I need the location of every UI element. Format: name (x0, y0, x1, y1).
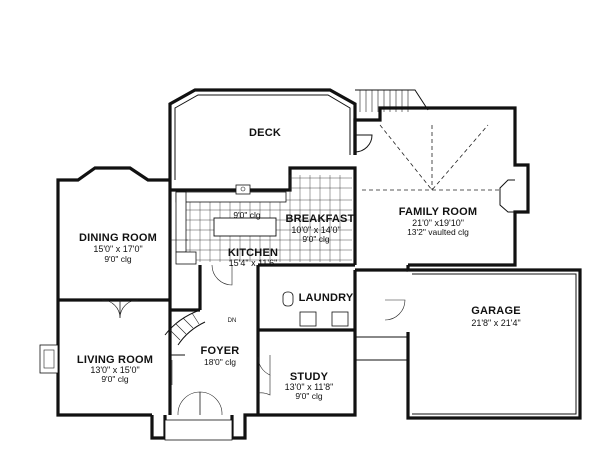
room-deck: DECK (249, 127, 281, 139)
kitchen-label: KITCHEN (228, 247, 278, 259)
dining-room-clg: 9'0" clg (104, 254, 132, 264)
kitchen-fixtures (175, 184, 287, 265)
study-dims: 13'0" x 11'8" (285, 382, 334, 392)
room-family: FAMILY ROOM 21'0" x19'10" 13'2" vaulted … (399, 206, 478, 237)
garage-label: GARAGE (471, 305, 520, 317)
dining-room-dims: 15'0" x 17'0" (93, 244, 142, 254)
interior-walls (58, 166, 408, 415)
sink-icon (235, 184, 251, 195)
family-room-dims: 21'0" x19'10" (412, 218, 464, 228)
kitchen-clg: 9'0" clg (233, 210, 261, 220)
refrigerator-icon (175, 251, 197, 265)
dryer-icon (331, 311, 349, 327)
foyer-label: FOYER (201, 345, 240, 357)
study-clg: 9'0" clg (295, 391, 323, 401)
family-room-clg: 13'2" vaulted clg (407, 227, 469, 237)
laundry-fixtures (282, 291, 349, 327)
living-room-label: LIVING ROOM (77, 354, 153, 366)
garage-dims: 21'8" x 21'4" (471, 318, 520, 328)
dining-room-label: DINING ROOM (79, 232, 157, 244)
breakfast-label: BREAKFAST (285, 213, 354, 225)
room-kitchen: KITCHEN 15'4" x 11'6" (228, 247, 278, 268)
room-living: LIVING ROOM 13'0" x 15'0" 9'0" clg (77, 354, 153, 384)
living-room-clg: 9'0" clg (101, 374, 129, 384)
room-dining: DINING ROOM 15'0" x 17'0" 9'0" clg (79, 232, 157, 264)
room-breakfast: 9'0" clg BREAKFAST 10'0" x 14'0" 9'0" cl… (233, 210, 354, 244)
stair-dn-label: DN (228, 318, 237, 324)
family-room-label: FAMILY ROOM (399, 206, 478, 218)
study-label: STUDY (290, 371, 329, 383)
room-study: STUDY 13'0" x 11'8" 9'0" clg (285, 371, 334, 401)
breakfast-clg: 9'0" clg (302, 234, 330, 244)
foyer-clg: 18'0" clg (204, 357, 236, 367)
toilet-icon (282, 291, 294, 307)
breakfast-dims: 10'0" x 14'0" (291, 225, 340, 235)
deck-area (168, 88, 429, 180)
deck-label: DECK (249, 127, 281, 139)
laundry-label: LAUNDRY (299, 292, 354, 304)
room-laundry: LAUNDRY (299, 292, 354, 304)
kitchen-dims: 15'4" x 11'6" (229, 258, 278, 268)
doors (101, 134, 406, 416)
room-foyer: FOYER 18'0" clg (201, 345, 240, 367)
vaulted-ceiling-lines (362, 124, 500, 191)
tile-floor (180, 175, 352, 262)
living-room-dims: 13'0" x 15'0" (90, 365, 139, 375)
front-stoop (164, 419, 233, 441)
living-fireplace-icon (39, 344, 59, 374)
staircase: DN (164, 309, 237, 385)
room-garage: GARAGE 21'8" x 21'4" (471, 305, 520, 328)
washer-icon (299, 311, 317, 327)
